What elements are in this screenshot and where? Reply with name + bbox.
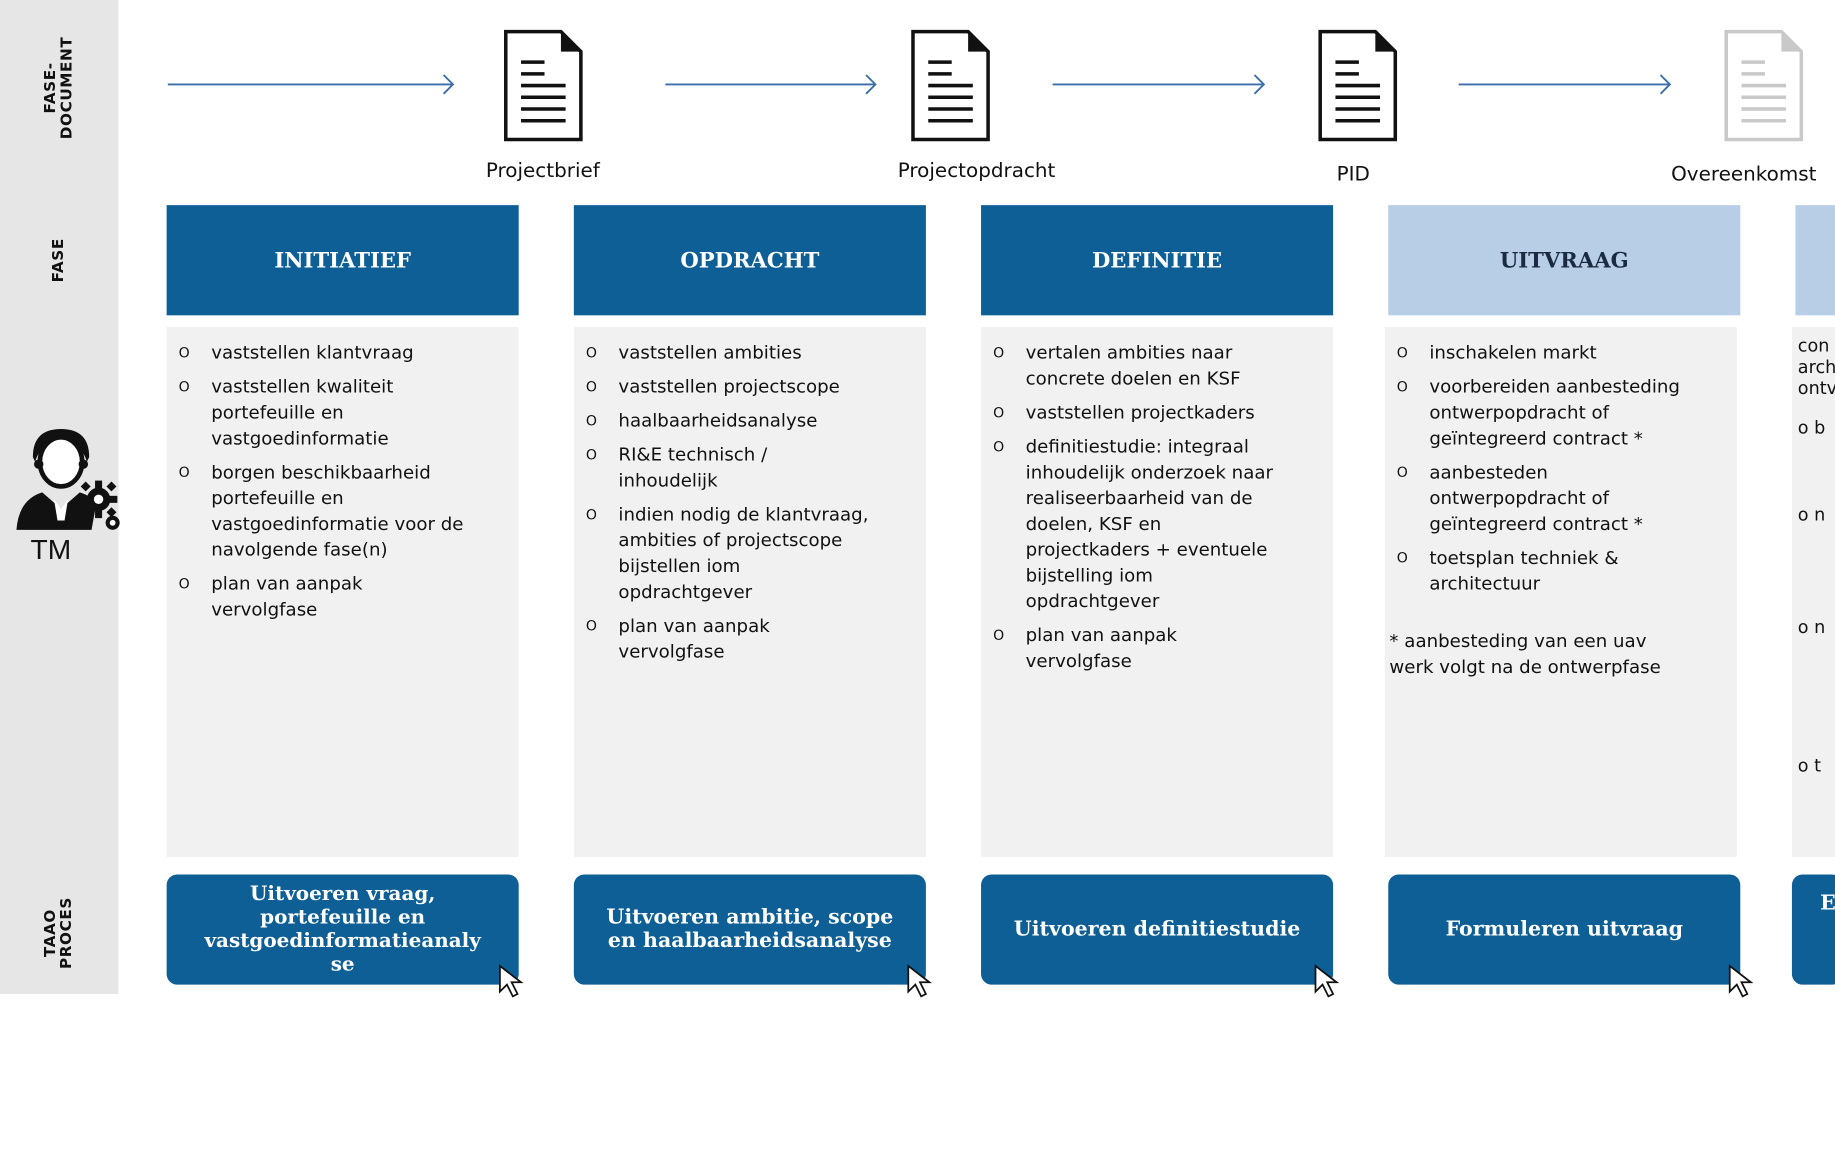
cursor-pointer-icon xyxy=(499,964,524,998)
cursor-pointer-icon xyxy=(1314,964,1340,998)
row-label-fase: FASE xyxy=(49,238,68,283)
arrowhead xyxy=(1253,74,1266,95)
fragment-text: o n xyxy=(1797,616,1826,638)
footnote: * aanbesteding van een uav werk volgt na… xyxy=(1389,630,1661,678)
phase-header-uitvraag: UITVRAAG xyxy=(1388,205,1741,316)
document-icon-faded xyxy=(1724,29,1804,142)
document-icon xyxy=(1318,29,1398,142)
user-gear-icon xyxy=(16,429,120,530)
document-icon xyxy=(504,29,583,142)
document-icon xyxy=(911,29,990,142)
cursor-pointer-icon xyxy=(1728,964,1754,998)
fragment-text: o n xyxy=(1797,504,1826,526)
phase-header-definitie: DEFINITIE xyxy=(981,205,1334,316)
phase-header-opdracht: OPDRACHT xyxy=(573,205,926,316)
process-button-initiatief[interactable]: Uitvoeren vraag, portefeuille en vastgoe… xyxy=(166,874,519,985)
document-label: Projectbrief xyxy=(485,159,600,183)
fragment-text: o b xyxy=(1797,417,1826,439)
fragment-text: con xyxy=(1797,335,1830,357)
row-label-taao-proces: TAAO PROCES xyxy=(41,897,76,970)
document-flow-arrows xyxy=(167,74,1672,95)
process-button-uitvraag[interactable]: Formuleren uitvraag xyxy=(1388,874,1741,985)
arrowhead xyxy=(1659,74,1672,95)
process-button-definitie[interactable]: Uitvoeren definitiestudie xyxy=(981,874,1334,985)
phase-panel-partial: con arch ontv o b o n o n o t xyxy=(1791,327,1835,857)
process-button-partial[interactable]: E xyxy=(1791,874,1835,985)
role-label: TM xyxy=(30,534,72,567)
process-button-opdracht[interactable]: Uitvoeren ambitie, scope en haalbaarheid… xyxy=(573,874,926,985)
arrowhead xyxy=(865,74,877,95)
fragment-text: ontv xyxy=(1797,377,1835,399)
document-label: Overeenkomst xyxy=(1671,162,1817,187)
phase-header-partial xyxy=(1795,205,1835,316)
arrowhead xyxy=(442,74,455,95)
document-label: Projectopdracht xyxy=(897,159,1056,183)
fragment-text: o t xyxy=(1797,754,1822,776)
fragment-text: arch xyxy=(1797,356,1835,378)
cursor-pointer-icon xyxy=(907,964,932,998)
document-label: PID xyxy=(1336,162,1370,187)
phase-header-initiatief: INITIATIEF xyxy=(166,205,519,316)
